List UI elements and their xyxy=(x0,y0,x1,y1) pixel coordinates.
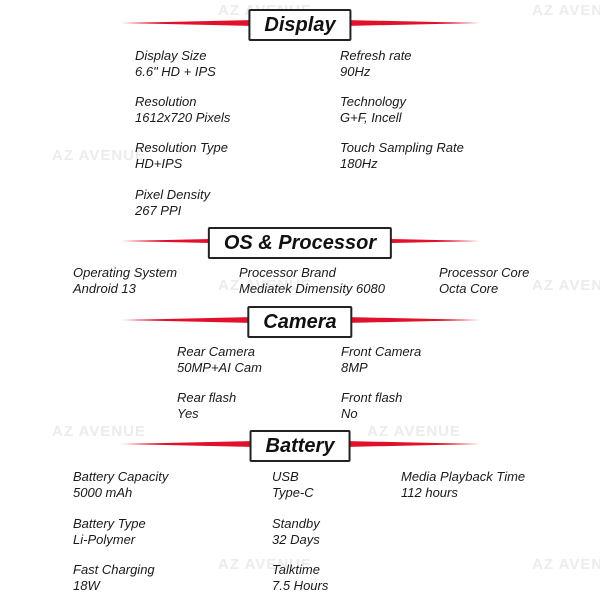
watermark: AZ AVENUE xyxy=(532,556,600,573)
spec-battery-type: Battery Type Li-Polymer xyxy=(73,516,146,548)
spec-processor-core: Processor Core Octa Core xyxy=(439,265,529,297)
spec-value: Type-C xyxy=(272,485,314,500)
spec-display-size: Display Size 6.6" HD + IPS xyxy=(135,48,216,80)
spec-technology: Technology G+F, Incell xyxy=(340,94,406,126)
spec-value: Yes xyxy=(177,406,199,421)
spec-label: Rear Camera xyxy=(177,344,256,359)
spec-front-flash: Front flash No xyxy=(341,390,402,422)
spec-label: Processor Brand xyxy=(239,265,336,280)
spec-media-playback-time: Media Playback Time 112 hours xyxy=(401,469,525,501)
os-processor-section-header: OS & Processor xyxy=(0,224,600,259)
spec-rear-flash: Rear flash Yes xyxy=(177,390,236,422)
spec-label: Battery Capacity xyxy=(73,469,169,484)
spec-label: Standby xyxy=(272,516,320,531)
spec-pixel-density: Pixel Density 267 PPI xyxy=(135,187,210,219)
spec-label: Talktime xyxy=(272,562,320,577)
spec-value: 32 Days xyxy=(272,532,320,547)
spec-fast-charging: Fast Charging 18W xyxy=(73,562,155,594)
spec-value: 5000 mAh xyxy=(73,485,133,500)
spec-front-camera: Front Camera 8MP xyxy=(341,344,421,376)
spec-usb: USB Type-C xyxy=(272,469,314,501)
spec-value: 6.6" HD + IPS xyxy=(135,64,216,79)
spec-battery-capacity: Battery Capacity 5000 mAh xyxy=(73,469,168,501)
spec-rear-camera: Rear Camera 50MP+AI Cam xyxy=(177,344,262,376)
spec-label: Pixel Density xyxy=(135,187,211,202)
spec-refresh-rate: Refresh rate 90Hz xyxy=(340,48,412,80)
watermark: AZ AVENUE xyxy=(218,556,313,573)
section-title: OS & Processor xyxy=(207,227,393,259)
spec-label: USB xyxy=(272,469,299,484)
spec-label: Display Size xyxy=(135,48,207,63)
spec-value: 267 PPI xyxy=(135,203,182,218)
spec-value: 8MP xyxy=(341,360,368,375)
spec-value: Mediatek Dimensity 6080 xyxy=(239,281,385,296)
watermark: AZ AVENUE xyxy=(532,2,600,19)
spec-label: Battery Type xyxy=(73,516,146,531)
spec-value: 50MP+AI Cam xyxy=(177,360,262,375)
spec-label: Technology xyxy=(340,94,407,109)
spec-standby: Standby 32 Days xyxy=(272,516,320,548)
spec-value: Android 13 xyxy=(73,281,136,296)
spec-value: 112 hours xyxy=(401,485,458,500)
spec-value: 90Hz xyxy=(340,64,371,79)
spec-label: Resolution Type xyxy=(135,140,228,155)
watermark: AZ AVENUE xyxy=(367,423,462,440)
spec-label: Touch Sampling Rate xyxy=(340,140,464,155)
spec-label: Refresh rate xyxy=(340,48,412,63)
spec-label: Media Playback Time xyxy=(401,469,526,484)
spec-value: No xyxy=(341,406,358,421)
section-title: Camera xyxy=(247,306,353,338)
spec-label: Rear flash xyxy=(177,390,237,405)
spec-label: Front Camera xyxy=(341,344,422,359)
spec-operating-system: Operating System Android 13 xyxy=(73,265,177,297)
section-title: Display xyxy=(248,9,352,41)
spec-talktime: Talktime 7.5 Hours xyxy=(272,562,328,594)
spec-resolution-type: Resolution Type HD+IPS xyxy=(135,140,228,172)
watermark: AZ AVENUE xyxy=(532,277,600,294)
spec-label: Operating System xyxy=(73,265,178,280)
watermark: AZ AVENUE xyxy=(218,277,313,294)
battery-section-header: Battery xyxy=(0,427,600,462)
spec-value: Li-Polymer xyxy=(73,532,136,547)
watermark: AZ AVENUE xyxy=(52,423,147,440)
section-title: Battery xyxy=(249,430,351,462)
spec-value: HD+IPS xyxy=(135,156,183,171)
spec-label: Processor Core xyxy=(439,265,530,280)
display-section-header: Display xyxy=(0,6,600,41)
spec-value: 1612x720 Pixels xyxy=(135,110,231,125)
spec-label: Fast Charging xyxy=(73,562,155,577)
spec-value: Octa Core xyxy=(439,281,499,296)
spec-value: 7.5 Hours xyxy=(272,578,329,593)
spec-value: 18W xyxy=(73,578,100,593)
spec-label: Front flash xyxy=(341,390,403,405)
watermark: AZ AVENUE xyxy=(52,147,147,164)
spec-processor-brand: Processor Brand Mediatek Dimensity 6080 xyxy=(239,265,385,297)
spec-label: Resolution xyxy=(135,94,197,109)
spec-value: 180Hz xyxy=(340,156,378,171)
spec-value: G+F, Incell xyxy=(340,110,402,125)
spec-touch-sampling-rate: Touch Sampling Rate 180Hz xyxy=(340,140,464,172)
camera-section-header: Camera xyxy=(0,303,600,338)
spec-resolution: Resolution 1612x720 Pixels xyxy=(135,94,230,126)
